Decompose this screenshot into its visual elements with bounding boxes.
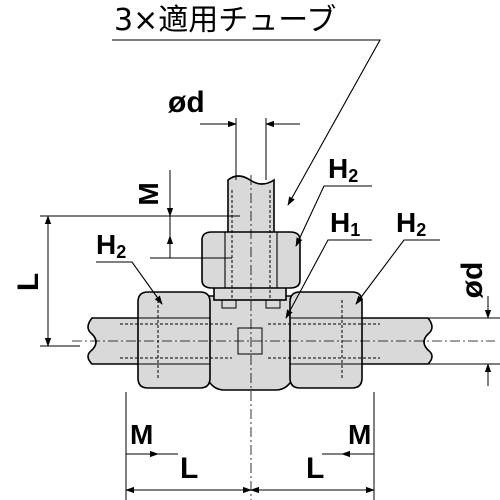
l-left-label: L bbox=[180, 452, 198, 485]
title-label: 3×適用チューブ bbox=[114, 3, 336, 38]
labels: 3×適用チューブ ød H2 H1 H2 H2 M L ød M M L L bbox=[12, 3, 489, 485]
leader-lines bbox=[96, 39, 440, 319]
center-lines bbox=[72, 175, 495, 500]
h2-left-label: H2 bbox=[96, 229, 126, 262]
body-slot-left bbox=[221, 299, 237, 309]
nut-right bbox=[289, 291, 363, 389]
h2-right-label: H2 bbox=[396, 207, 426, 240]
h1-center-label: H1 bbox=[330, 207, 360, 240]
body-slot-right bbox=[265, 299, 281, 309]
m-top-label: M bbox=[133, 182, 164, 205]
l-vertical-label: L bbox=[12, 273, 45, 291]
tube-od-right-label: ød bbox=[456, 262, 489, 299]
extension-lines bbox=[40, 118, 500, 500]
h2-top-label: H2 bbox=[328, 153, 358, 186]
fitting-body bbox=[137, 231, 363, 391]
tee-body bbox=[207, 295, 293, 391]
nut-left bbox=[137, 291, 211, 389]
dimension-lines bbox=[44, 120, 492, 494]
tube-right bbox=[354, 317, 433, 365]
l-right-label: L bbox=[306, 452, 324, 485]
m-right-label: M bbox=[348, 419, 371, 450]
hidden-lines bbox=[120, 190, 380, 380]
tube-od-top-label: ød bbox=[168, 86, 205, 119]
m-left-label: M bbox=[130, 419, 153, 450]
tubes bbox=[87, 175, 433, 365]
